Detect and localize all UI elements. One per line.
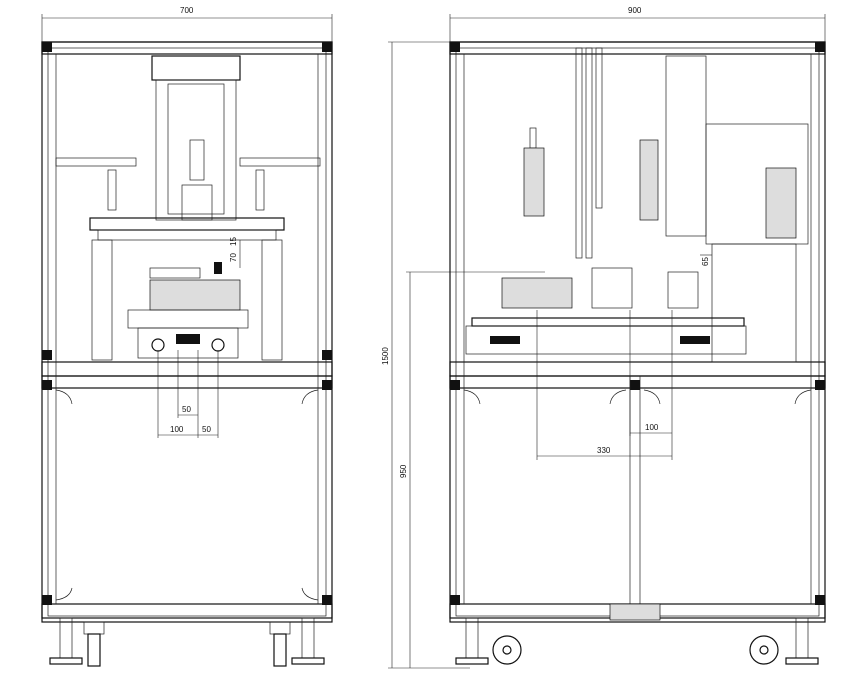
front-view: 700 xyxy=(41,6,333,667)
dispensing-module xyxy=(639,55,809,363)
casters xyxy=(49,617,325,667)
dimension-table-height-label: 950 xyxy=(399,464,408,478)
side-view: 900 1500 950 xyxy=(381,6,826,669)
dimension-total-height-label: 1500 xyxy=(381,347,390,365)
dimension-330-label: 330 xyxy=(597,446,611,455)
frame-side xyxy=(449,41,826,623)
fixture xyxy=(127,262,249,359)
dimension-width-label: 700 xyxy=(180,6,194,15)
dimension-100-label-side: 100 xyxy=(645,423,659,432)
dimension-70-label: 70 xyxy=(229,253,238,262)
dimension-50-lower-label: 50 xyxy=(202,425,211,434)
z-axis-module xyxy=(89,55,285,241)
dimension-65-label: 65 xyxy=(701,257,710,266)
dimension-width-label-side: 900 xyxy=(628,6,642,15)
casters-side xyxy=(455,617,819,665)
fixtures-side xyxy=(465,267,747,355)
dimension-100-label: 100 xyxy=(170,425,184,434)
frame xyxy=(41,41,333,623)
dimension-50-upper-label: 50 xyxy=(182,405,191,414)
dimension-15-label: 15 xyxy=(229,237,238,246)
camera xyxy=(523,127,545,217)
